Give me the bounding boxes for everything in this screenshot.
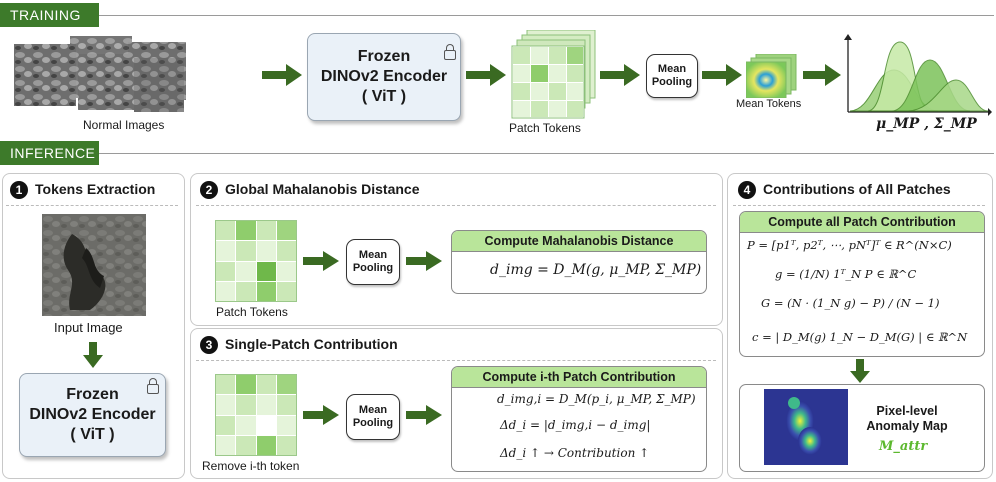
lock-icon xyxy=(444,44,456,60)
pool-line2: Pooling xyxy=(352,417,394,429)
arrow-right-icon xyxy=(702,64,742,86)
arrow-down-icon xyxy=(83,342,103,368)
panel-1-title: Tokens Extraction xyxy=(35,181,156,197)
remove-token-label: Remove i-th token xyxy=(202,459,300,473)
arrow-down-icon xyxy=(850,359,870,383)
patch-tokens-label: Patch Tokens xyxy=(216,305,288,319)
input-image-label: Input Image xyxy=(54,320,123,335)
arrow-right-icon xyxy=(406,405,442,425)
training-divider xyxy=(99,15,994,16)
arrow-right-icon xyxy=(303,251,339,271)
pool-line1: Mean xyxy=(657,63,687,75)
training-section-tag: TRAINING xyxy=(0,3,99,27)
encoder-line1: Frozen xyxy=(66,386,119,403)
lock-icon xyxy=(147,378,159,394)
arrow-right-icon xyxy=(406,251,442,271)
panel-4-divider xyxy=(733,205,985,206)
step-number-4: 4 xyxy=(738,181,756,199)
contribution-formula-1: d_img,i = D_M(p_i, μ_MP, Σ_MP) xyxy=(497,392,696,406)
all-patch-formula-3: G = (N · (1_N g) − P) / (N − 1) xyxy=(761,296,940,310)
training-encoder: Frozen DINOv2 Encoder ( ViT ) xyxy=(307,33,461,121)
removed-token-grid xyxy=(215,374,297,456)
pool-line1: Mean xyxy=(358,404,388,416)
panel-2-title: Global Mahalanobis Distance xyxy=(225,181,420,197)
arrow-right-icon xyxy=(262,64,302,86)
mahalanobis-box-title: Compute Mahalanobis Distance xyxy=(452,231,706,252)
panel-3-divider xyxy=(196,360,716,361)
all-patch-formula-1: P = [p1ᵀ, p2ᵀ, ⋯, pNᵀ]ᵀ ∈ R^(N×C) xyxy=(747,238,952,252)
contribution-formula-2: Δd_i = |d_img,i − d_img| xyxy=(500,418,651,432)
normal-images xyxy=(14,36,186,112)
anomaly-heatmap xyxy=(764,389,848,465)
encoder-line1: Frozen xyxy=(357,48,411,65)
normal-images-label: Normal Images xyxy=(83,118,165,132)
gaussian-distribution-plot xyxy=(844,34,992,116)
patch-contribution-title: Compute i-th Patch Contribution xyxy=(452,367,706,388)
step-number-3: 3 xyxy=(200,336,218,354)
inference-section-tag: INFERENCE xyxy=(0,141,99,165)
all-patch-box: Compute all Patch Contribution xyxy=(739,211,985,357)
anomaly-map-symbol: M_attr xyxy=(879,439,928,454)
inference-divider xyxy=(99,153,994,154)
all-patch-box-title: Compute all Patch Contribution xyxy=(740,212,984,233)
input-image xyxy=(42,214,146,316)
all-patch-formula-2: g = (1/N) 1ᵀ_N P ∈ ℝ^C xyxy=(775,267,917,281)
pool-line2: Pooling xyxy=(651,76,693,88)
arrow-right-icon xyxy=(600,64,640,86)
pool-line2: Pooling xyxy=(352,262,394,274)
mahalanobis-formula: d_img = D_M(g, μ_MP, Σ_MP) xyxy=(490,262,702,278)
step-number-2: 2 xyxy=(200,181,218,199)
inference-encoder: Frozen DINOv2 Encoder ( ViT ) xyxy=(19,373,166,457)
panel-4-title: Contributions of All Patches xyxy=(763,181,951,197)
arrow-right-icon xyxy=(466,64,506,86)
pool-line1: Mean xyxy=(358,249,388,261)
encoder-line2: DINOv2 Encoder xyxy=(29,406,156,423)
panel-3-title: Single-Patch Contribution xyxy=(225,336,398,352)
training-patch-tokens-label: Patch Tokens xyxy=(509,121,581,135)
panel-1-divider xyxy=(6,205,178,206)
distribution-params-label: μ_MP , Σ_MP xyxy=(876,116,977,132)
panel-2-divider xyxy=(196,205,716,206)
patch-contribution-box: Compute i-th Patch Contribution xyxy=(451,366,707,472)
all-patch-formula-4: c = | D_M(g) 1_N − D_M(G) | ∈ ℝ^N xyxy=(752,330,968,344)
encoder-line2: DINOv2 Encoder xyxy=(320,68,448,85)
mahalanobis-box: Compute Mahalanobis Distance xyxy=(451,230,707,294)
encoder-line3: ( ViT ) xyxy=(70,426,115,443)
arrow-right-icon xyxy=(303,405,339,425)
patch-tokens-stack xyxy=(511,30,596,119)
anomaly-map-title: Pixel-level Anomaly Map xyxy=(866,404,948,433)
mean-tokens-icon xyxy=(746,54,797,98)
contribution-formula-3: Δd_i ↑ → Contribution ↑ xyxy=(500,446,650,460)
patch-tokens-grid xyxy=(215,220,297,302)
mean-tokens-label: Mean Tokens xyxy=(736,98,802,110)
arrow-right-icon xyxy=(803,64,841,86)
encoder-line3: ( ViT ) xyxy=(361,88,407,105)
step-number-1: 1 xyxy=(10,181,28,199)
